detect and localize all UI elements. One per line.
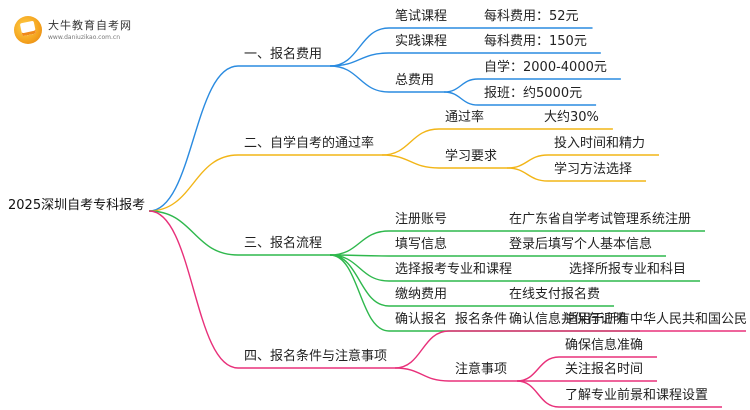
- branch-1-node-3: 总费用: [395, 73, 435, 88]
- branch-1-node-3-leaf-2: 报班：约5000元: [484, 86, 583, 101]
- connector-root-branch-2: [149, 154, 239, 212]
- branch-4-node-2: 注意事项: [455, 362, 508, 377]
- branch-3-node-2: 填写信息: [395, 237, 448, 252]
- connector-root-branch-1: [149, 65, 239, 212]
- branch-2-node-1: 通过率: [445, 110, 485, 125]
- branch-3-node-3-leaf-1: 选择所报专业和科目: [569, 262, 687, 277]
- branch-2-label: 二、自学自考的通过率: [244, 136, 375, 151]
- branch-3-label: 三、报名流程: [244, 236, 323, 251]
- connector-branch-4-node-2: [395, 367, 450, 382]
- logo-url: www.daniuzikao.com.cn: [48, 34, 120, 41]
- branch-1-node-3-leaf-1: 自学：2000-4000元: [484, 60, 607, 75]
- connector-branch-1-node-3: [330, 65, 390, 93]
- connector-branch-2-node-2-leaf-2: [507, 167, 549, 182]
- branch-4-node-2-leaf-1: 确保信息准确: [565, 338, 644, 353]
- branch-3-node-4-leaf-1: 在线支付报名费: [509, 287, 601, 302]
- connector-branch-2-node-2: [382, 154, 440, 169]
- connector-branch-3-node-3: [330, 254, 390, 282]
- branch-3-node-4: 缴纳费用: [395, 287, 448, 302]
- logo-title: 大牛教育自考网: [48, 19, 132, 32]
- connector-branch-2-node-2-leaf-1: [507, 154, 549, 169]
- branch-3-node-1: 注册账号: [395, 212, 448, 227]
- branch-1-node-1-leaf-1: 每科费用：52元: [484, 9, 579, 24]
- branch-4-node-2-leaf-2: 关注报名时间: [565, 362, 644, 377]
- branch-4-node-1: 报名条件: [455, 312, 508, 327]
- connector-branch-1-node-1: [330, 27, 390, 67]
- site-logo[interactable]: 大牛教育自考网 www.daniuzikao.com.cn: [14, 12, 144, 46]
- branch-3-node-1-leaf-1: 在广东省自学考试管理系统注册: [509, 212, 692, 227]
- branch-3-node-5: 确认报名: [395, 312, 448, 327]
- connector-branch-3-node-1: [330, 230, 390, 256]
- branch-4-label: 四、报名条件与注意事项: [244, 349, 388, 364]
- branch-4-node-1-leaf-1: 适用于所有中华人民共和国公民: [565, 312, 748, 327]
- branch-2-node-1-leaf-1: 大约30%: [544, 110, 599, 125]
- branch-2-node-2-leaf-2: 学习方法选择: [554, 162, 633, 177]
- branch-3-node-3: 选择报考专业和课程: [395, 262, 513, 277]
- connector-root-branch-3: [149, 210, 239, 256]
- branch-2-node-2: 学习要求: [445, 149, 498, 164]
- branch-2-node-2-leaf-1: 投入时间和精力: [554, 136, 646, 151]
- connector-branch-4-node-1: [394, 330, 450, 369]
- branch-1-node-2-leaf-1: 每科费用：150元: [484, 34, 587, 49]
- branch-1-label: 一、报名费用: [244, 47, 323, 62]
- branch-4-node-2-leaf-3: 了解专业前景和课程设置: [565, 388, 709, 403]
- branch-3-node-5-leaf-1: 确认信息并保存证明: [509, 312, 627, 327]
- branch-1-node-1: 笔试课程: [395, 9, 448, 24]
- mindmap-root: 2025深圳自考专科报考: [8, 198, 146, 213]
- connector-branch-2-node-1: [382, 128, 440, 156]
- connector-branch-3-node-5: [329, 254, 390, 332]
- connector-branch-1-node-2: [330, 52, 390, 67]
- branch-1-node-2: 实践课程: [395, 34, 448, 49]
- connector-branch-4-node-2-leaf-1: [516, 356, 560, 382]
- connector-branch-4-node-2-leaf-3: [516, 380, 560, 408]
- connector-branch-1-node-3-leaf-2: [443, 91, 479, 106]
- connector-branch-1-node-3-leaf-1: [443, 78, 479, 93]
- branch-3-node-2-leaf-1: 登录后填写个人基本信息: [509, 237, 653, 252]
- connector-root-branch-4: [149, 210, 239, 369]
